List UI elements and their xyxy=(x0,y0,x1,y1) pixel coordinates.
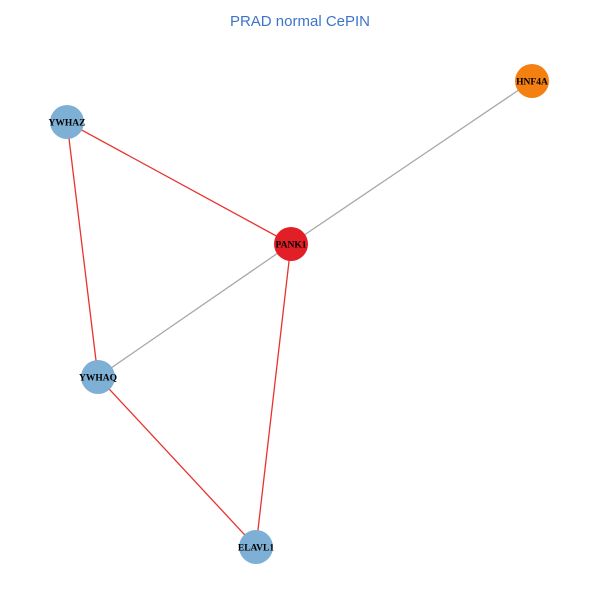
edge-pank1-hnf4a xyxy=(290,80,533,245)
node-circle[interactable] xyxy=(50,105,84,139)
edge-layer xyxy=(66,80,533,548)
edge-pank1-elavl1 xyxy=(255,243,292,548)
node-label: YWHAQ xyxy=(79,374,117,384)
node-circle[interactable] xyxy=(274,227,308,261)
node-label: PANK1 xyxy=(276,241,307,251)
edge-ywhaz-ywhaq xyxy=(66,121,99,378)
node-ywhaq[interactable]: YWHAQ xyxy=(79,360,117,394)
edge-ywhaq-elavl1 xyxy=(97,376,257,548)
node-circle[interactable] xyxy=(81,360,115,394)
node-hnf4a[interactable]: HNF4A xyxy=(515,64,549,98)
node-pank1[interactable]: PANK1 xyxy=(274,227,308,261)
edge-ywhaz-pank1 xyxy=(66,121,292,245)
node-circle[interactable] xyxy=(239,530,273,564)
node-label: YWHAZ xyxy=(49,119,86,129)
edge-pank1-ywhaq xyxy=(97,243,292,378)
graph-title: PRAD normal CePIN xyxy=(230,13,370,30)
node-elavl1[interactable]: ELAVL1 xyxy=(238,530,275,564)
node-ywhaz[interactable]: YWHAZ xyxy=(49,105,86,139)
node-circle[interactable] xyxy=(515,64,549,98)
node-label: HNF4A xyxy=(516,78,548,88)
node-label: ELAVL1 xyxy=(238,544,275,554)
